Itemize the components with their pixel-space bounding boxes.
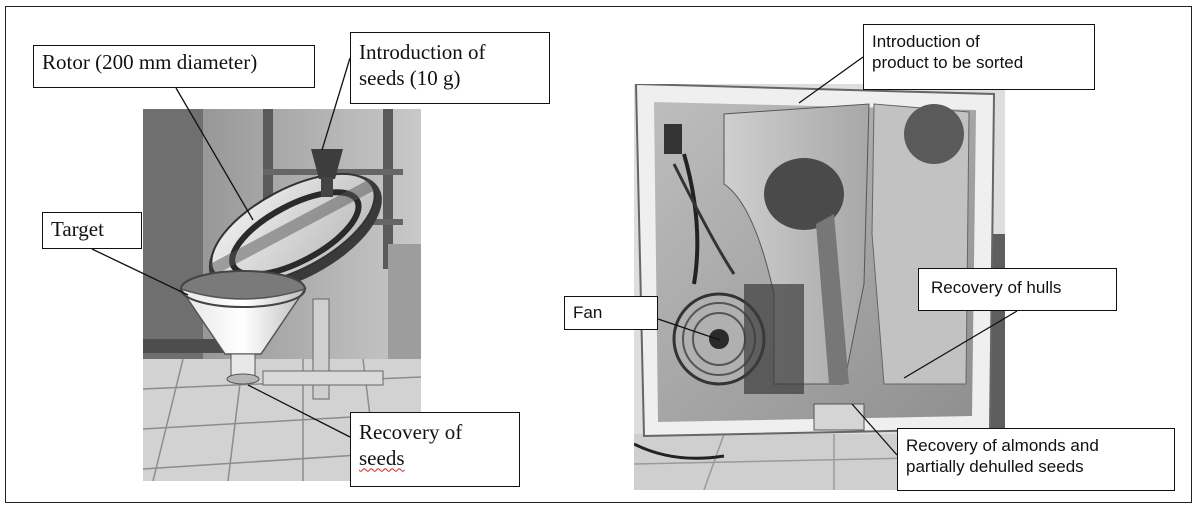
intro-seeds-line1: Introduction of	[359, 40, 486, 64]
recovery-seeds-line2: seeds	[359, 446, 405, 471]
leader-fan	[657, 318, 721, 341]
leader-intro-product	[798, 56, 864, 104]
callout-rotor: Rotor (200 mm diameter)	[33, 45, 315, 88]
recovery-hulls-label: Recovery of hulls	[931, 278, 1062, 297]
leader-target	[91, 248, 189, 296]
leader-intro-seeds	[321, 57, 351, 151]
recovery-almonds-line2: partially dehulled seeds	[906, 457, 1084, 477]
rotor-label: Rotor (200 mm diameter)	[42, 50, 258, 74]
leader-rotor	[175, 87, 254, 221]
leader-hulls	[903, 310, 1018, 379]
callout-introduction-of-product: Introduction of product to be sorted	[863, 24, 1095, 90]
intro-seeds-line2: seeds (10 g)	[359, 66, 461, 91]
fan-label: Fan	[573, 303, 603, 322]
recovery-almonds-line1: Recovery of almonds and	[906, 436, 1099, 455]
callout-target: Target	[42, 212, 142, 249]
intro-product-line2: product to be sorted	[872, 53, 1024, 73]
callout-recovery-of-almonds: Recovery of almonds and partially dehull…	[897, 428, 1175, 491]
target-label: Target	[51, 217, 104, 241]
callout-fan: Fan	[564, 296, 658, 330]
leader-almonds	[851, 403, 898, 456]
callout-recovery-of-seeds: Recovery of seeds	[350, 412, 520, 487]
callout-introduction-of-seeds: Introduction of seeds (10 g)	[350, 32, 550, 104]
leader-recovery-seeds	[247, 384, 351, 438]
recovery-seeds-line1: Recovery of	[359, 420, 463, 444]
callout-recovery-of-hulls: Recovery of hulls	[918, 268, 1117, 311]
intro-product-line1: Introduction of	[872, 32, 980, 51]
